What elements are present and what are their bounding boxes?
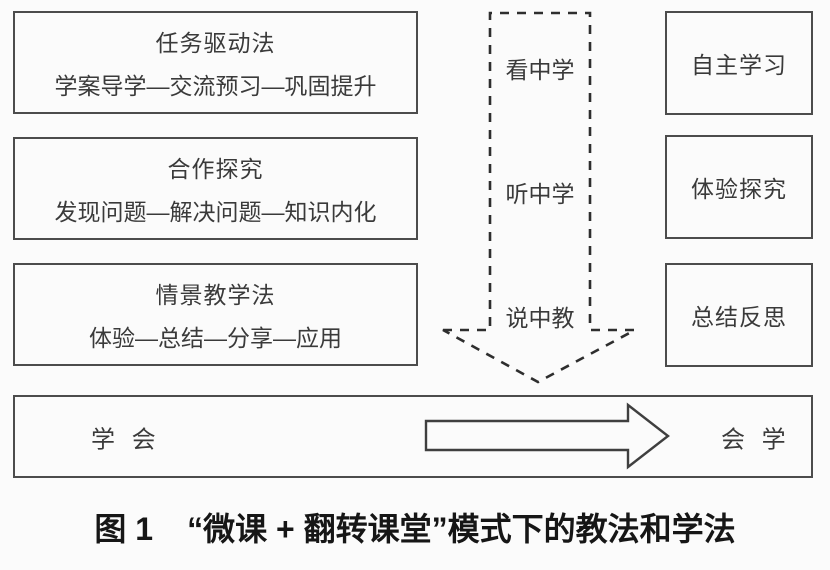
learning-method-box-experiential: 体验探究 <box>665 135 813 239</box>
teaching-method-steps: 发现问题—解决问题—知识内化 <box>54 199 377 225</box>
learning-method-label: 体验探究 <box>691 176 787 202</box>
learning-method-label: 自主学习 <box>691 52 787 78</box>
learning-method-box-reflection: 总结反思 <box>665 263 813 367</box>
learning-method-box-autonomous: 自主学习 <box>665 11 813 115</box>
learning-method-label: 总结反思 <box>691 304 787 330</box>
figure-caption-title: “微课 + 翻转课堂”模式下的教法和学法 <box>187 511 736 547</box>
teaching-method-box-situational: 情景教学法 体验—总结—分享—应用 <box>13 263 418 366</box>
figure-caption: 图 1 “微课 + 翻转课堂”模式下的教法和学法 <box>0 504 830 550</box>
arrow-label-teach-by-speaking: 说中教 <box>505 305 575 331</box>
teaching-method-title: 合作探究 <box>167 156 264 182</box>
outcome-from-label: 学 会 <box>91 426 156 453</box>
teaching-method-box-cooperative-inquiry: 合作探究 发现问题—解决问题—知识内化 <box>13 137 418 240</box>
arrow-label-learn-by-listening: 听中学 <box>505 181 575 207</box>
outcome-box: 学 会 会 学 <box>13 395 813 478</box>
teaching-method-box-task-driven: 任务驱动法 学案导学—交流预习—巩固提升 <box>13 11 418 114</box>
right-arrow-icon <box>424 402 670 470</box>
teaching-method-steps: 学案导学—交流预习—巩固提升 <box>54 73 377 99</box>
figure-caption-number: 图 1 <box>94 511 154 547</box>
teaching-method-steps: 体验—总结—分享—应用 <box>89 325 342 351</box>
teaching-method-title: 任务驱动法 <box>155 30 276 56</box>
outcome-to-label: 会 学 <box>721 426 786 453</box>
arrow-label-learn-by-watching: 看中学 <box>505 57 575 83</box>
teaching-method-title: 情景教学法 <box>155 282 276 308</box>
